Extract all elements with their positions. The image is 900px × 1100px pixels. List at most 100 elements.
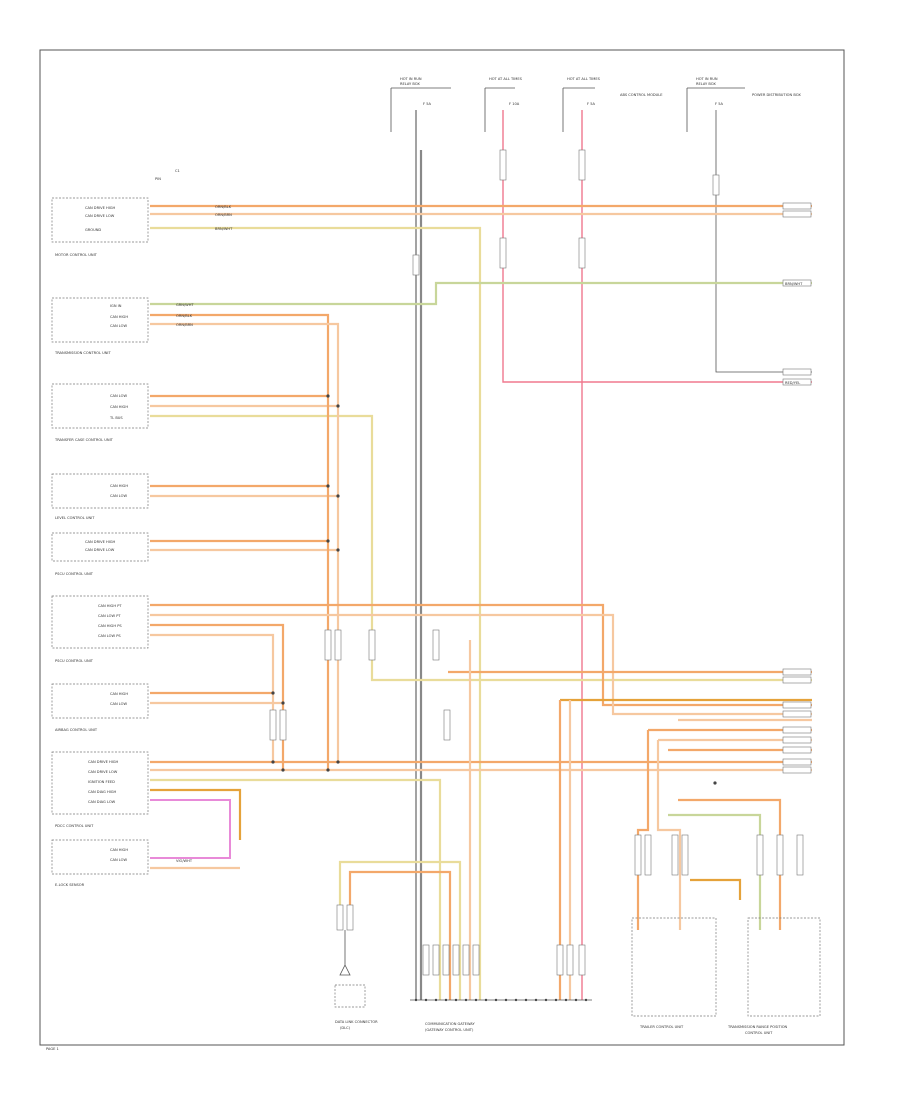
module-1-pin-2: CAN DRIVE LOW xyxy=(85,214,115,218)
module-8-pin-1: CAN DRIVE HIGH xyxy=(88,760,119,764)
range-feed-1 xyxy=(668,813,762,930)
range-label: TRANSMISSION RANGE POSITION xyxy=(727,1025,788,1029)
dlc-sub: (DLC) xyxy=(340,1026,351,1030)
module-transmission-control-unit: TRANSMISSION CONTROL UNIT IGN IN CAN HIG… xyxy=(51,297,149,355)
range-sub: CONTROL UNIT xyxy=(745,1031,773,1035)
power-source-4-label: HOT IN RUN xyxy=(696,77,718,81)
module-2-name: TRANSMISSION CONTROL UNIT xyxy=(54,351,111,355)
module-5-pin-1: CAN DRIVE HIGH xyxy=(85,540,116,544)
diagram-frame xyxy=(39,49,845,1046)
module-9-pin-2: CAN LOW xyxy=(110,858,128,862)
module-6-pin-3: CAN HIGH PS xyxy=(98,624,122,628)
splice-points xyxy=(271,394,717,785)
power-source-1: HOT IN RUN RELAY BOX F 5A xyxy=(390,77,451,132)
data-link-connector: DATA LINK CONNECTOR (DLC) xyxy=(334,930,378,1030)
power-source-note-2: POWER DISTRIBUTION BOX xyxy=(752,93,801,97)
module-2-pin-2: CAN HIGH xyxy=(110,315,128,319)
wire-label-7: VIO/WHT xyxy=(176,859,193,863)
module-1-pin-1: CAN DRIVE HIGH xyxy=(85,206,116,210)
pdcc-ignition-wire xyxy=(150,778,442,1000)
module-8-name: PDCC CONTROL UNIT xyxy=(55,824,94,828)
module-3-pin-2: CAN HIGH xyxy=(110,405,128,409)
module-4-pin-2: CAN LOW xyxy=(110,494,128,498)
power-source-4-sub: RELAY BOX xyxy=(696,82,716,86)
module-6-name: PSCU CONTROL UNIT xyxy=(55,659,94,663)
module-5-name: PSCU CONTROL UNIT xyxy=(55,572,94,576)
transmission-range-control-unit: TRANSMISSION RANGE POSITION CONTROL UNIT xyxy=(727,917,821,1035)
trailer-feed-1 xyxy=(636,730,650,930)
gateway-sub: (GATEWAY CONTROL UNIT) xyxy=(425,1028,474,1032)
module-1-pin-3: GROUND xyxy=(85,228,101,232)
power-source-2: HOT AT ALL TIMES F 10A xyxy=(484,77,523,132)
module-e-lock-sensor: E-LOCK SENSOR CAN HIGH CAN LOW xyxy=(51,839,149,887)
right-terminal-connectors xyxy=(782,202,812,774)
transmission-ign-wire xyxy=(150,281,812,306)
dlc-label: DATA LINK CONNECTOR xyxy=(335,1020,378,1024)
motor-ground-wire xyxy=(150,226,482,1000)
pdcc-can-diag-low-wire xyxy=(150,799,231,859)
module-6-pin-4: CAN LOW PS xyxy=(98,634,121,638)
wire-label-1: ORN/BLK xyxy=(215,205,232,209)
power-source-2-fuse: F 10A xyxy=(509,102,520,106)
module-1-name: MOTOR CONTROL UNIT xyxy=(55,253,98,257)
module-9-name: E-LOCK SENSOR xyxy=(55,883,85,887)
module-3-pin-3: TL BUS xyxy=(109,416,123,420)
trailer-control-unit: TRAILER CONTROL UNIT xyxy=(631,917,717,1029)
dlc-wire-2 xyxy=(348,870,452,1000)
wire-label-3: BRN/WHT xyxy=(215,227,233,231)
module-7-pin-1: CAN HIGH xyxy=(110,692,128,696)
pscu2-can-high-pt-wire xyxy=(150,603,812,707)
module-3-name: TRANSFER CASE CONTROL UNIT xyxy=(54,438,114,442)
module-4-pin-1: CAN HIGH xyxy=(110,484,128,488)
module-motor-control-unit: MOTOR CONTROL UNIT CAN DRIVE HIGH CAN DR… xyxy=(51,197,149,257)
power-source-1-fuse: F 5A xyxy=(423,102,431,106)
module-7-pin-2: CAN LOW xyxy=(110,702,128,706)
module-8-pin-3: IGNITION FEED xyxy=(88,780,115,784)
module-3-pin-1: CAN LOW xyxy=(110,394,128,398)
power-source-4-fuse: F 5A xyxy=(715,102,723,106)
pscu2-can-low-pt-wire xyxy=(150,613,812,716)
power-source-1-sub: RELAY BOX xyxy=(400,82,420,86)
module-airbag-control-unit: AIRBAG CONTROL UNIT CAN HIGH CAN LOW xyxy=(51,683,149,732)
trailer-label: TRAILER CONTROL UNIT xyxy=(639,1025,684,1029)
power-source-4: HOT IN RUN RELAY BOX F 5A POWER DISTRIBU… xyxy=(686,77,801,132)
module-7-name: AIRBAG CONTROL UNIT xyxy=(55,728,98,732)
pscu2-can-low-ps-wire xyxy=(150,633,275,762)
gateway-label: COMMUNICATION GATEWAY xyxy=(425,1022,475,1026)
wire-label-8: BRN/WHT xyxy=(785,282,803,286)
connector-header: C1 xyxy=(175,169,180,173)
module-pscu-control-unit-2: PSCU CONTROL UNIT CAN HIGH PT CAN LOW PT… xyxy=(51,595,149,663)
wire-label-9: RED/YEL xyxy=(785,381,800,385)
module-6-pin-1: CAN HIGH PT xyxy=(98,604,122,608)
module-8-pin-4: CAN DIAG HIGH xyxy=(88,790,116,794)
pscu2-can-high-ps-wire xyxy=(150,623,285,770)
transmission-can-high-wire xyxy=(150,313,330,396)
wire-label-6: ORN/BRN xyxy=(176,323,193,327)
page-reference: PAGE 1 xyxy=(46,1047,59,1051)
wire-label-2: ORN/BRN xyxy=(215,213,232,217)
range-feed-3 xyxy=(690,878,742,900)
power-source-2-label: HOT AT ALL TIMES xyxy=(489,77,523,81)
power-source-3: HOT AT ALL TIMES F 5A ABS CONTROL MODULE xyxy=(562,77,663,132)
module-6-pin-2: CAN LOW PT xyxy=(98,614,121,618)
ignition-feed-wire xyxy=(715,110,812,373)
module-5-pin-2: CAN DRIVE LOW xyxy=(85,548,115,552)
module-pscu-control-unit-1: PSCU CONTROL UNIT CAN DRIVE HIGH CAN DRI… xyxy=(51,532,149,576)
module-8-pin-5: CAN DIAG LOW xyxy=(88,800,116,804)
transfer-tl-bus-wire xyxy=(150,414,812,682)
power-source-1-label: HOT IN RUN xyxy=(400,77,422,81)
trailer-feed-2 xyxy=(656,740,682,930)
gateway-connector xyxy=(410,998,592,1002)
power-source-note-1: ABS CONTROL MODULE xyxy=(620,93,663,97)
module-2-pin-1: IGN IN xyxy=(110,304,122,308)
module-transfer-case-control-unit: TRANSFER CASE CONTROL UNIT CAN LOW CAN H… xyxy=(51,383,149,442)
module-8-pin-2: CAN DRIVE LOW xyxy=(88,770,118,774)
module-4-name: LEVEL CONTROL UNIT xyxy=(55,516,95,520)
module-level-control-unit: LEVEL CONTROL UNIT CAN HIGH CAN LOW xyxy=(51,473,149,520)
module-2-pin-3: CAN LOW xyxy=(110,324,128,328)
power-source-3-label: HOT AT ALL TIMES xyxy=(567,77,601,81)
transmission-can-low-wire xyxy=(150,322,340,406)
range-feed-2 xyxy=(678,798,782,930)
module-9-pin-1: CAN HIGH xyxy=(110,848,128,852)
